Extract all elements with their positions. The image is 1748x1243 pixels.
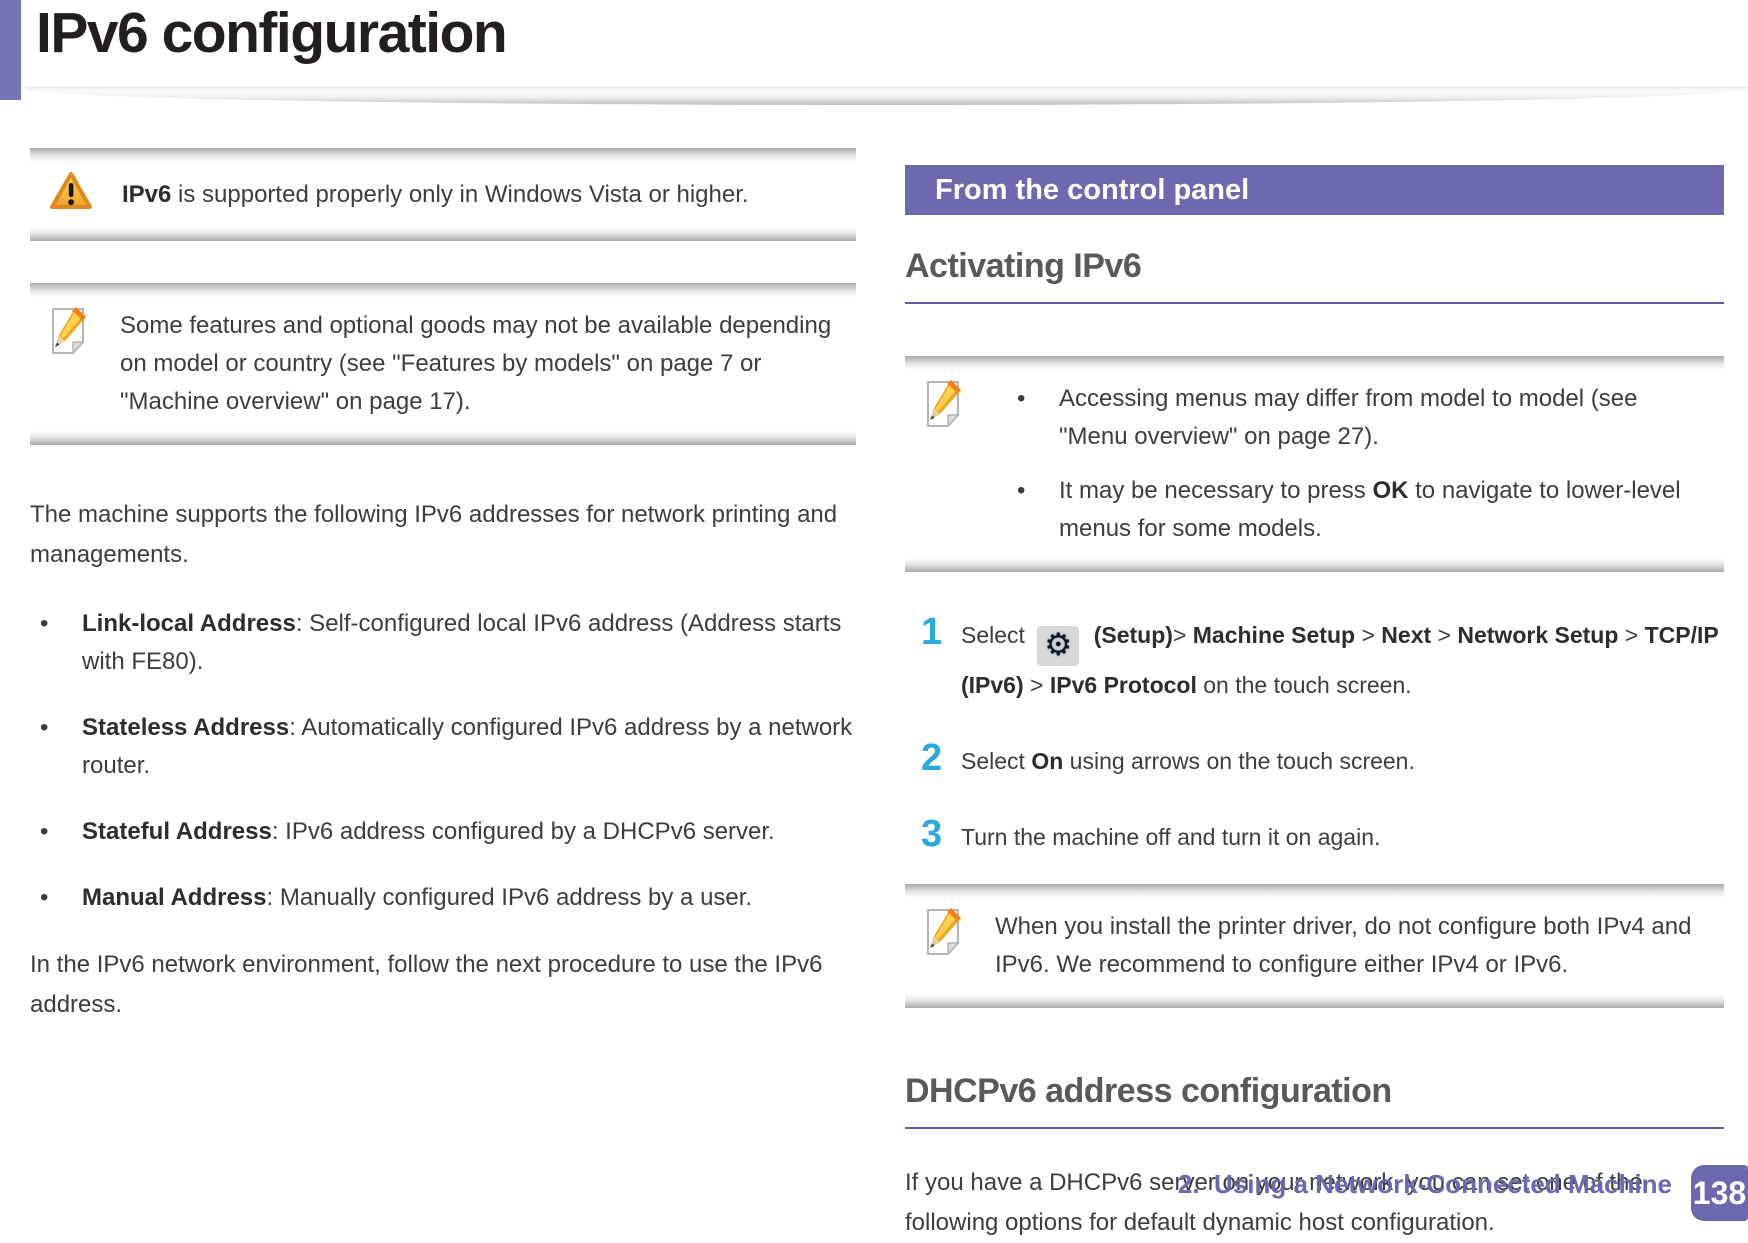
warning-icon xyxy=(48,170,94,217)
setup-gear-icon: ⚙ xyxy=(1037,625,1080,666)
text-run: : Self-configured local IPv6 address (Ad… xyxy=(82,610,842,675)
heading-dhcpv6: DHCPv6 address configuration xyxy=(905,1072,1724,1129)
text-run: IPv6 Protocol xyxy=(1049,671,1197,698)
text-run: It may be necessary to press xyxy=(1059,477,1373,504)
section-banner: From the control panel xyxy=(905,165,1724,215)
warning-callout: IPv6 is supported properly only in Windo… xyxy=(30,148,856,241)
note-icon xyxy=(923,906,967,984)
intro-paragraph: The machine supports the following IPv6 … xyxy=(30,501,838,568)
gear-glyph: ⚙ xyxy=(1044,627,1073,663)
text-run: Link-local Address xyxy=(82,610,296,637)
note-callout-driver: When you install the printer driver, do … xyxy=(905,883,1724,1008)
heading-activating-ipv6: Activating IPv6 xyxy=(905,247,1724,304)
note-text: Accessing menus may differ from model to… xyxy=(995,378,1700,548)
text-run: : Automatically configured IPv6 address … xyxy=(82,714,853,779)
note-icon xyxy=(48,305,92,421)
step-number: 1 xyxy=(921,611,943,653)
note-text: When you install the printer driver, do … xyxy=(995,906,1700,984)
text-run: Network Setup xyxy=(1457,622,1619,648)
step-1: 1 Select ⚙ (Setup)> Machine Setup > Next… xyxy=(905,611,1724,704)
text-run: Some features and optional goods may not… xyxy=(120,312,832,415)
list-item: It may be necessary to press OK to navig… xyxy=(995,472,1700,548)
step-text: Select ⚙ (Setup)> Machine Setup > Next >… xyxy=(961,612,1724,704)
title-accent-bar xyxy=(0,0,21,100)
text-run: Next xyxy=(1381,622,1432,648)
text-run: > xyxy=(1355,622,1382,648)
footer-chapter-label: 2. Using a Network-Connected Machine xyxy=(1177,1169,1672,1199)
warning-text: IPv6 is supported properly only in Windo… xyxy=(122,174,749,214)
note-icon xyxy=(923,378,967,548)
right-column: From the control panel Activating IPv6 A… xyxy=(905,165,1724,1243)
text-run: Stateful Address xyxy=(82,818,272,845)
page-title: IPv6 configuration xyxy=(36,1,508,65)
title-divider xyxy=(25,86,1748,105)
text-run: : IPv6 address configured by a DHCPv6 se… xyxy=(271,818,775,845)
text-run: Accessing menus may differ from model to… xyxy=(1059,385,1638,450)
note-text: Some features and optional goods may not… xyxy=(120,305,832,421)
text-run: > xyxy=(1172,622,1193,648)
list-item: Manual Address: Manually configured IPv6… xyxy=(30,879,856,917)
text-run: Select xyxy=(961,747,1032,774)
text-run: to navigate to lower-level menus for som… xyxy=(1059,477,1681,542)
text-run: IPv6 xyxy=(122,180,172,208)
list-item: Stateless Address: Automatically configu… xyxy=(30,709,856,785)
list-item: Stateful Address: IPv6 address configure… xyxy=(30,813,856,851)
text-run: Stateless Address xyxy=(82,714,290,741)
note-callout-menus: Accessing menus may differ from model to… xyxy=(905,356,1724,572)
text-run: Turn the machine off and turn it on agai… xyxy=(961,823,1381,850)
text-run: Manual Address xyxy=(82,884,267,911)
text-run: Select xyxy=(961,622,1032,648)
note-callout-features: Some features and optional goods may not… xyxy=(30,283,856,445)
text-run: is supported properly only in Windows Vi… xyxy=(171,180,749,208)
text-run: > xyxy=(1431,622,1458,648)
note-bullet-list: Accessing menus may differ from model to… xyxy=(995,380,1700,548)
procedure-steps: 1 Select ⚙ (Setup)> Machine Setup > Next… xyxy=(905,611,1724,856)
step-number: 3 xyxy=(921,812,943,855)
step-number: 2 xyxy=(921,736,943,779)
text-run: : Manually configured IPv6 address by a … xyxy=(266,884,753,911)
text-run: using arrows on the touch screen. xyxy=(1063,747,1415,774)
outro-paragraph: In the IPv6 network environment, follow … xyxy=(30,951,823,1018)
text-run: on the touch screen. xyxy=(1196,671,1412,698)
text-run: When you install the printer driver, do … xyxy=(995,912,1692,978)
text-run: OK xyxy=(1372,477,1409,504)
text-run: TCP/IP (IPv6) xyxy=(961,622,1719,698)
text-run: > xyxy=(1618,622,1645,648)
step-2: 2 Select On using arrows on the touch sc… xyxy=(905,736,1724,780)
list-item: Accessing menus may differ from model to… xyxy=(995,380,1700,456)
left-column: IPv6 is supported properly only in Windo… xyxy=(30,148,856,1025)
text-run: Machine Setup xyxy=(1192,622,1356,648)
step-3: 3 Turn the machine off and turn it on ag… xyxy=(905,812,1724,856)
step-text: Select On using arrows on the touch scre… xyxy=(961,738,1415,780)
text-run: (Setup) xyxy=(1093,622,1173,648)
list-item: Link-local Address: Self-configured loca… xyxy=(30,605,856,681)
address-type-list: Link-local Address: Self-configured loca… xyxy=(30,605,856,917)
text-run: > xyxy=(1023,671,1050,698)
page-number-badge: 138 xyxy=(1691,1165,1748,1221)
step-text: Turn the machine off and turn it on agai… xyxy=(961,814,1380,856)
text-run: On xyxy=(1031,747,1064,774)
